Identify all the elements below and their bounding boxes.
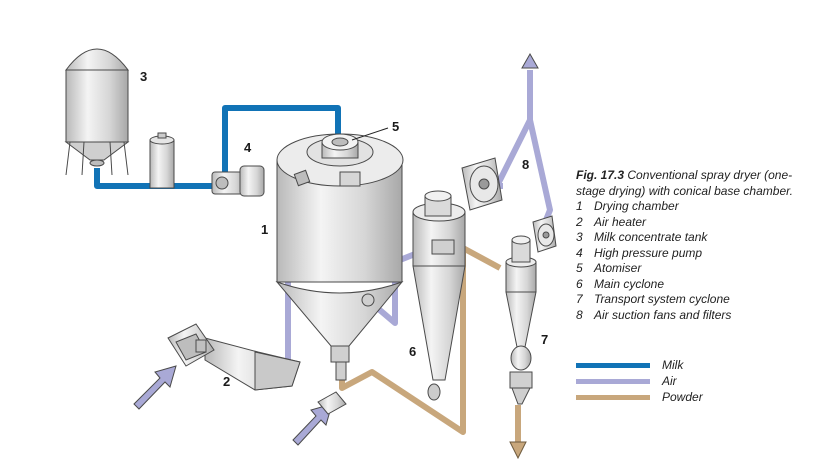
drying-chamber xyxy=(275,133,404,381)
caption-title: Fig. 17.3 Conventional spray dryer (one-… xyxy=(576,168,816,199)
legend-label-powder: Powder xyxy=(662,390,703,404)
atomiser xyxy=(306,133,374,187)
air-suction-fan-transport xyxy=(532,215,557,253)
label-num-8: 8 xyxy=(522,157,529,172)
fresh-air-intake xyxy=(317,391,347,415)
figure-caption: Fig. 17.3 Conventional spray dryer (one-… xyxy=(576,168,816,323)
label-num-5: 5 xyxy=(392,119,399,134)
powder-pipe xyxy=(339,245,521,445)
air-suction-fan-main xyxy=(461,157,503,211)
main-cyclone xyxy=(361,190,466,401)
label-num-2: 2 xyxy=(223,374,230,389)
legend-item-milk: Milk xyxy=(576,357,703,373)
label-num-3: 3 xyxy=(140,69,147,84)
label-num-6: 6 xyxy=(409,344,416,359)
spray-dryer-diagram: 3 4 1 5 2 xyxy=(64,48,557,460)
figure-number: Fig. 17.3 xyxy=(576,168,625,182)
legend-label-air: Air xyxy=(662,374,677,388)
label-num-1: 1 xyxy=(261,222,268,237)
milk-pipe xyxy=(94,105,341,189)
label-num-7: 7 xyxy=(541,332,548,347)
figure-title: Conventional spray dryer (one-stage dryi… xyxy=(576,168,793,198)
legend-swatch-powder xyxy=(576,394,650,400)
high-pressure-pump xyxy=(211,165,265,197)
air-exhaust-arrow xyxy=(521,52,539,69)
legend-item-powder: Powder xyxy=(576,389,703,405)
transport-system-cyclone xyxy=(505,235,537,405)
air-inlet-arrow xyxy=(133,365,333,446)
leader-line-5 xyxy=(351,127,389,141)
label-num-4: 4 xyxy=(244,140,252,155)
milk-concentrate-tank xyxy=(64,48,130,176)
air-heater xyxy=(167,323,301,391)
balance-tank xyxy=(149,132,175,189)
legend-label-milk: Milk xyxy=(662,358,684,372)
legend-item-air: Air xyxy=(576,373,703,389)
legend-swatch-air xyxy=(576,378,650,384)
legend: Milk Air Powder xyxy=(576,357,703,405)
powder-outlet-arrow xyxy=(509,441,527,460)
legend-swatch-milk xyxy=(576,362,650,368)
